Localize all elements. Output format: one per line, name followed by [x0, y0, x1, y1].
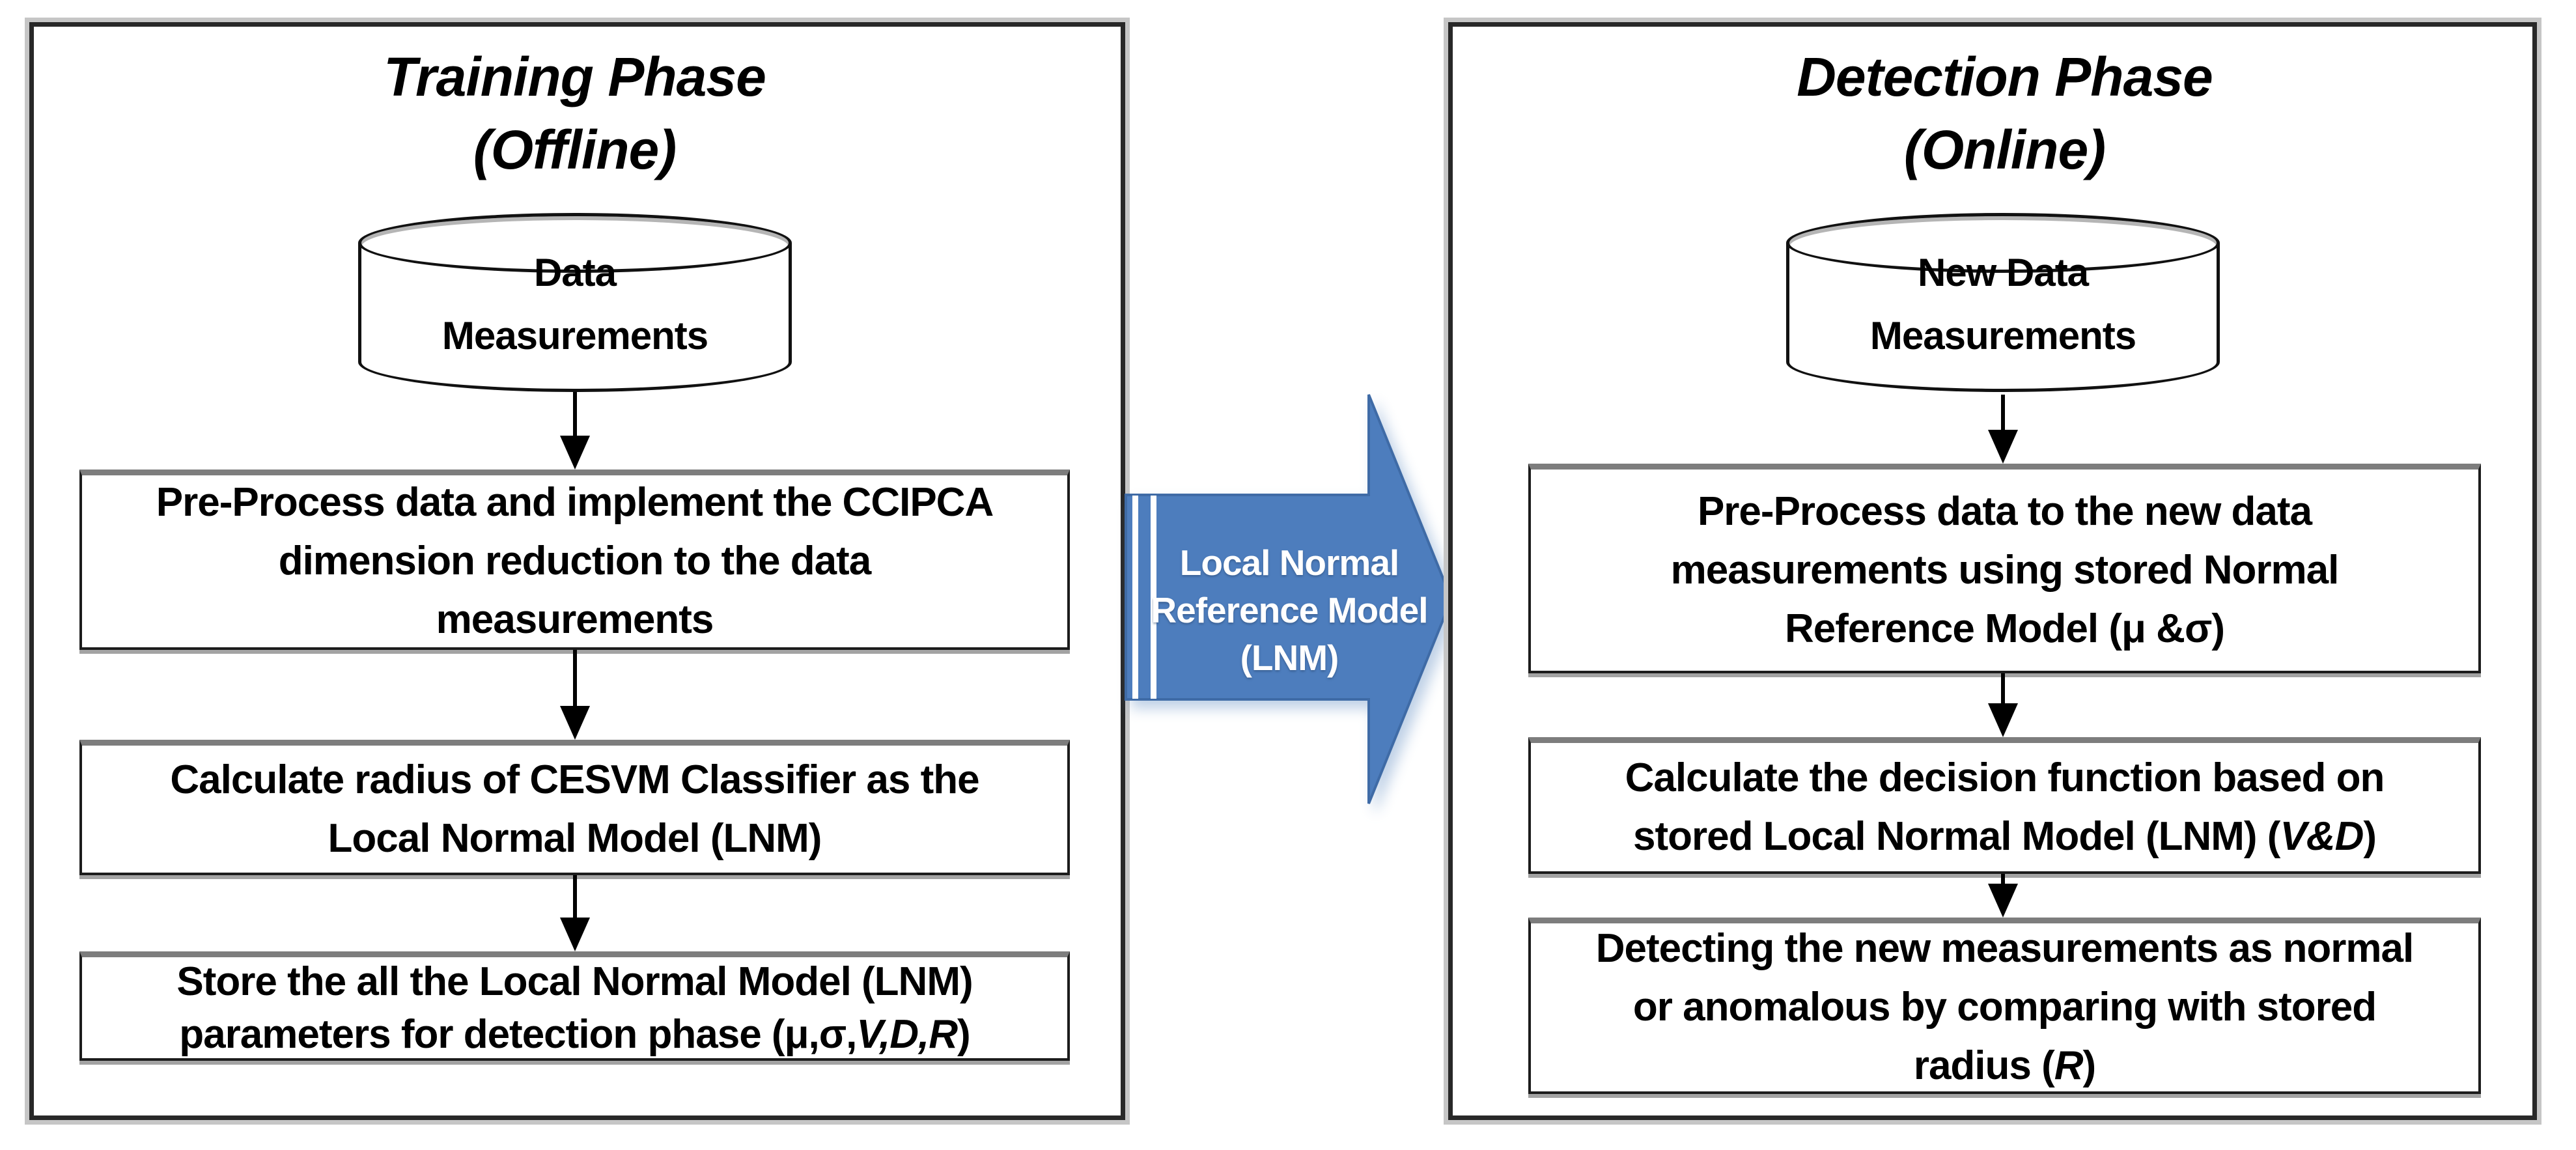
- arrow-stripe: [1151, 496, 1156, 699]
- cylinder-label-line2: Measurements: [1869, 314, 2136, 358]
- decision-function-box: Calculate the decision function based on…: [1528, 737, 2481, 874]
- box-line: Calculate the decision function based on: [1625, 755, 2385, 800]
- store-lnm-box: Store the all the Local Normal Model (LN…: [79, 951, 1070, 1061]
- detection-phase-title: Detection Phase (Online): [1528, 40, 2481, 186]
- box-line: measurements using stored Normal: [1670, 547, 2340, 593]
- detection-phase-title-line2: (Online): [1903, 119, 2106, 180]
- training-phase-title-line1: Training Phase: [384, 46, 766, 107]
- new-data-measurements-cylinder: New Data Measurements: [1786, 213, 2220, 392]
- box-line: Detecting the new measurements as normal: [1595, 926, 2415, 971]
- right-arrow-icon: [1125, 394, 1453, 804]
- preprocess-ccipca-box: Pre-Process data and implement the CCIPC…: [79, 470, 1070, 650]
- cylinder-label-line1: Data: [533, 251, 617, 294]
- detect-normal-anomalous-box: Detecting the new measurements as normal…: [1528, 918, 2481, 1094]
- down-arrow-icon: [1988, 874, 2018, 918]
- box-line: Local Normal Model (LNM): [328, 815, 822, 861]
- detection-phase-title-line1: Detection Phase: [1797, 46, 2213, 107]
- cylinder-label-line1: New Data: [1917, 251, 2089, 294]
- box-line: Pre-Process data to the new data: [1697, 488, 2312, 534]
- cylinder-top-ellipse: [358, 213, 792, 273]
- cylinder-label: Data Measurements: [358, 241, 792, 367]
- training-phase-title: Training Phase (Offline): [79, 40, 1070, 186]
- box-line: stored Local Normal Model (LNM) (V&D): [1632, 813, 2377, 859]
- down-arrow-icon: [1988, 395, 2018, 464]
- connector-label-line1: Local Normal: [1179, 542, 1399, 583]
- connector-label: Local Normal Reference Model (LNM): [1136, 539, 1442, 682]
- box-line: measurements: [436, 597, 714, 642]
- cylinder-label-line2: Measurements: [441, 314, 708, 358]
- cylinder-top-ellipse: [1786, 213, 2220, 273]
- lnm-right-block-arrow: [1125, 394, 1453, 804]
- box-line: Store the all the Local Normal Model (LN…: [176, 959, 973, 1004]
- arrow-stripe: [1132, 496, 1138, 699]
- box-line: Pre-Process data and implement the CCIPC…: [156, 480, 994, 525]
- connector-label-line2: Reference Model: [1151, 590, 1428, 630]
- down-arrow-icon: [560, 392, 590, 470]
- down-arrow-icon: [560, 875, 590, 951]
- data-measurements-cylinder: Data Measurements: [358, 213, 792, 392]
- cylinder-label: New Data Measurements: [1786, 241, 2220, 367]
- down-arrow-icon: [560, 650, 590, 740]
- training-phase-title-line2: (Offline): [473, 119, 677, 180]
- calculate-radius-box: Calculate radius of CESVM Classifier as …: [79, 740, 1070, 875]
- preprocess-new-data-box: Pre-Process data to the new data measure…: [1528, 464, 2481, 673]
- box-line: parameters for detection phase (μ,σ,V,D,…: [179, 1011, 970, 1057]
- box-line: Reference Model (μ &σ): [1784, 606, 2225, 651]
- box-line: or anomalous by comparing with stored: [1632, 985, 2377, 1030]
- box-line: radius (R): [1913, 1043, 2096, 1088]
- down-arrow-icon: [1988, 673, 2018, 737]
- box-line: dimension reduction to the data: [278, 539, 871, 583]
- box-line: Calculate radius of CESVM Classifier as …: [170, 757, 979, 802]
- connector-label-line3: (LNM): [1240, 638, 1339, 678]
